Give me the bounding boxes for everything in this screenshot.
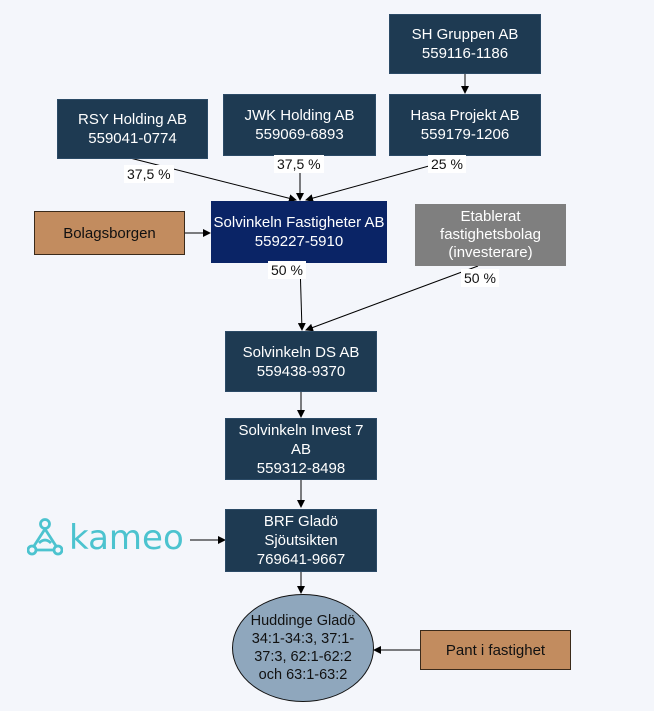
- pct-jwk: 37,5 %: [274, 155, 324, 173]
- node-etablerat-line2: fastighetsbolag: [440, 226, 541, 243]
- node-etablerat-line1: Etablerat: [460, 208, 521, 225]
- kameo-logo-icon: [27, 518, 63, 556]
- node-huddinge-glado-line4: och 63:1-63:2: [258, 667, 348, 683]
- node-sh-gruppen-name: SH Gruppen AB: [411, 26, 519, 43]
- node-jwk-holding-orgnr: 559069-6893: [255, 126, 344, 143]
- node-solvinkeln-invest-orgnr: 559312-8498: [256, 459, 346, 477]
- node-solvinkeln-fastigheter-name: Solvinkeln Fastigheter AB: [213, 214, 385, 231]
- node-huddinge-glado-line3: 37:3, 62:1-62:2: [254, 649, 352, 665]
- node-brf-glado-line2: Sjöutsikten: [264, 532, 338, 549]
- node-hasa-projekt: Hasa Projekt AB 559179-1206: [389, 94, 541, 156]
- node-brf-glado-orgnr: 769641-9667: [256, 551, 346, 568]
- node-bolagsborgen: Bolagsborgen: [34, 211, 185, 255]
- node-solvinkeln-ds-orgnr: 559438-9370: [256, 362, 346, 380]
- pct-hasa: 25 %: [428, 155, 466, 173]
- node-huddinge-glado-line2: 34:1-34:3, 37:1-: [251, 631, 355, 647]
- kameo-logo: kameo: [27, 518, 184, 558]
- node-brf-glado: BRF Gladö Sjöutsikten 769641-9667: [225, 509, 377, 572]
- node-solvinkeln-ds-name: Solvinkeln DS AB: [242, 343, 360, 361]
- node-huddinge-glado-line1: Huddinge Gladö: [250, 613, 356, 629]
- node-solvinkeln-invest: Solvinkeln Invest 7 AB 559312-8498: [225, 418, 377, 480]
- node-jwk-holding: JWK Holding AB 559069-6893: [223, 94, 376, 156]
- node-jwk-holding-name: JWK Holding AB: [244, 107, 355, 124]
- node-bolagsborgen-name: Bolagsborgen: [63, 224, 156, 242]
- node-rsy-holding-name: RSY Holding AB: [78, 111, 187, 128]
- node-etablerat: Etablerat fastighetsbolag (investerare): [415, 204, 566, 266]
- kameo-logo-text: kameo: [69, 518, 184, 558]
- node-sh-gruppen-orgnr: 559116-1186: [421, 45, 509, 62]
- node-pant: Pant i fastighet: [420, 630, 571, 670]
- node-brf-glado-line1: BRF Gladö: [263, 513, 339, 530]
- pct-fastigheter-to-ds: 50 %: [268, 261, 306, 279]
- pct-rsy: 37,5 %: [124, 165, 174, 183]
- node-solvinkeln-invest-line2: AB: [290, 440, 311, 458]
- node-hasa-projekt-name: Hasa Projekt AB: [410, 107, 520, 124]
- node-rsy-holding: RSY Holding AB 559041-0774: [57, 99, 208, 159]
- node-etablerat-line3: (investerare): [448, 244, 533, 261]
- node-solvinkeln-fastigheter-orgnr: 559227-5910: [254, 233, 344, 250]
- node-rsy-holding-orgnr: 559041-0774: [88, 130, 177, 147]
- node-solvinkeln-invest-line1: Solvinkeln Invest 7: [238, 421, 364, 439]
- node-pant-name: Pant i fastighet: [445, 641, 546, 659]
- node-sh-gruppen: SH Gruppen AB 559116-1186: [389, 14, 541, 74]
- node-huddinge-glado: Huddinge Gladö 34:1-34:3, 37:1- 37:3, 62…: [232, 594, 374, 702]
- pct-etablerat-to-ds: 50 %: [461, 269, 499, 287]
- arrow-etablerat-to-ds: [305, 265, 479, 332]
- node-solvinkeln-ds: Solvinkeln DS AB 559438-9370: [225, 331, 377, 392]
- node-solvinkeln-fastigheter: Solvinkeln Fastigheter AB 559227-5910: [211, 201, 387, 263]
- node-hasa-projekt-orgnr: 559179-1206: [420, 126, 510, 143]
